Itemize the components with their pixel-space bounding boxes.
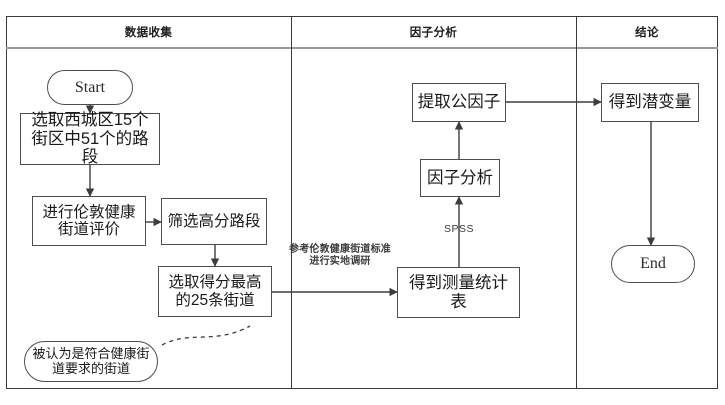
node-end[interactable]: End	[611, 245, 695, 283]
swimlane-header-rule	[6, 47, 718, 49]
node-london-eval[interactable]: 进行伦敦健康街道评价	[32, 196, 146, 246]
node-select-streets-label: 选取西城区15个街区中51个的路段	[31, 111, 149, 167]
swimlane-frame	[6, 16, 718, 389]
node-start[interactable]: Start	[47, 70, 133, 105]
node-extract-factor[interactable]: 提取公因子	[412, 83, 506, 122]
node-factor-analysis[interactable]: 因子分析	[420, 159, 500, 197]
node-measure-table[interactable]: 得到测量统计表	[397, 267, 520, 318]
node-top25[interactable]: 选取得分最高的25条街道	[158, 266, 272, 317]
node-extract-factor-label: 提取公因子	[417, 93, 501, 112]
node-london-eval-label: 进行伦敦健康街道评价	[42, 203, 136, 238]
swimlane-divider-1	[291, 16, 292, 389]
node-factor-analysis-label: 因子分析	[427, 168, 493, 187]
node-select-streets[interactable]: 选取西城区15个街区中51个的路段	[20, 111, 160, 167]
node-latent-var-label: 得到潜变量	[608, 93, 692, 112]
node-filter-high[interactable]: 筛选高分路段	[161, 198, 267, 245]
lane-title-conclusion: 结论	[635, 27, 659, 39]
edge-label-survey-line1: 参考伦敦健康街道标准	[289, 244, 391, 255]
swimlane-divider-2	[576, 16, 577, 389]
node-start-label: Start	[74, 78, 106, 96]
node-latent-var[interactable]: 得到潜变量	[601, 83, 699, 122]
lane-title-factor-analysis: 因子分析	[409, 27, 458, 39]
node-filter-high-label: 筛选高分路段	[167, 212, 261, 230]
edge-label-survey-line2: 进行实地调研	[309, 255, 371, 267]
node-end-label: End	[640, 255, 666, 273]
node-measure-table-label: 得到测量统计表	[409, 274, 508, 311]
edge-label-survey: 参考伦敦健康街道标准 进行实地调研	[281, 244, 399, 268]
node-healthy-note[interactable]: 被认为是符合健康街道要求的街道	[24, 341, 158, 382]
node-top25-label: 选取得分最高的25条街道	[168, 274, 262, 309]
node-healthy-note-label: 被认为是符合健康街道要求的街道	[32, 345, 150, 376]
lane-title-data-collection: 数据收集	[124, 27, 173, 39]
edge-label-spss: SPSS	[443, 223, 474, 235]
